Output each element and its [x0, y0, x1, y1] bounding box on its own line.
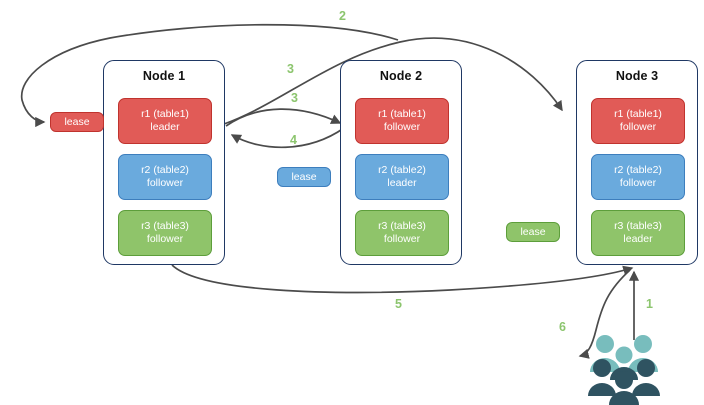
- arrow-step-5: [171, 264, 634, 294]
- arrow-step-6: [578, 269, 631, 359]
- replica-role: leader: [623, 233, 653, 245]
- replica-role: leader: [387, 177, 417, 189]
- replica-role: follower: [619, 177, 657, 189]
- replica-name: r1 (table1): [378, 108, 426, 120]
- lease-badge-green[interactable]: lease: [506, 222, 560, 242]
- replica-name: r2 (table2): [614, 164, 662, 176]
- replica-role: leader: [150, 121, 180, 133]
- replica-role: follower: [619, 121, 657, 133]
- step-label-6: 6: [559, 320, 566, 334]
- replica-n2-r3[interactable]: r3 (table3) follower: [355, 210, 449, 256]
- replica-n1-r3[interactable]: r3 (table3) follower: [118, 210, 212, 256]
- replica-n3-r2[interactable]: r2 (table2) follower: [591, 154, 685, 200]
- replica-n3-r1[interactable]: r1 (table1) follower: [591, 98, 685, 144]
- arrow-step-3-to-node3: [223, 37, 563, 125]
- lease-badge-blue[interactable]: lease: [277, 167, 331, 187]
- replica-role: follower: [146, 233, 184, 245]
- arrow-step-3-to-node2: [225, 108, 342, 127]
- step-label-2: 2: [339, 9, 346, 23]
- lease-badge-red[interactable]: lease: [50, 112, 104, 132]
- replica-name: r2 (table2): [378, 164, 426, 176]
- node-title-1: Node 1: [142, 69, 186, 83]
- node-title-3: Node 3: [615, 69, 659, 83]
- replica-name: r2 (table2): [141, 164, 189, 176]
- replica-name: r3 (table3): [141, 220, 189, 232]
- arrow-step-4: [230, 127, 345, 149]
- replica-role: follower: [383, 121, 421, 133]
- replica-n2-r2[interactable]: r2 (table2) leader: [355, 154, 449, 200]
- node-container-1[interactable]: Node 1 r1 (table1) leader r2 (table2) fo…: [103, 60, 225, 265]
- replica-name: r3 (table3): [378, 220, 426, 232]
- step-label-1: 1: [646, 297, 653, 311]
- step-label-5: 5: [395, 297, 402, 311]
- replica-name: r3 (table3): [614, 220, 662, 232]
- replica-n2-r1[interactable]: r1 (table1) follower: [355, 98, 449, 144]
- step-label-4: 4: [290, 133, 297, 147]
- people-front-row: [588, 359, 660, 405]
- replica-n1-r1[interactable]: r1 (table1) leader: [118, 98, 212, 144]
- replica-role: follower: [383, 233, 421, 245]
- node-container-3[interactable]: Node 3 r1 (table1) follower r2 (table2) …: [576, 60, 698, 265]
- replica-n3-r3[interactable]: r3 (table3) leader: [591, 210, 685, 256]
- node-title-2: Node 2: [379, 69, 423, 83]
- replica-role: follower: [146, 177, 184, 189]
- replica-n1-r2[interactable]: r2 (table2) follower: [118, 154, 212, 200]
- arrow-step-2: [20, 23, 399, 128]
- step-label-3a: 3: [287, 62, 294, 76]
- replica-name: r1 (table1): [614, 108, 662, 120]
- node-container-2[interactable]: Node 2 r1 (table1) follower r2 (table2) …: [340, 60, 462, 265]
- step-label-3b: 3: [291, 91, 298, 105]
- replica-name: r1 (table1): [141, 108, 189, 120]
